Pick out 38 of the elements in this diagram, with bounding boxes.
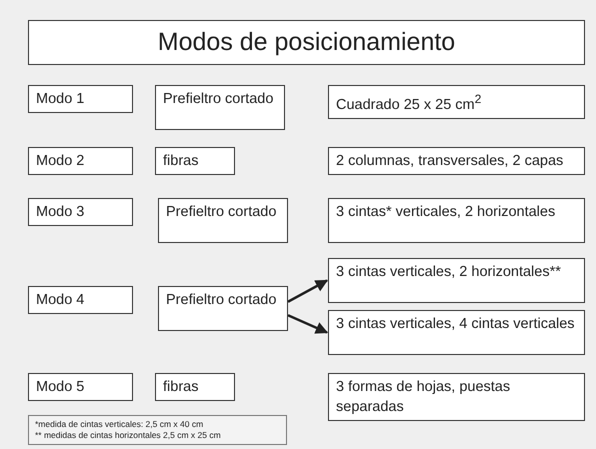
text-box xyxy=(155,373,235,401)
arrow xyxy=(287,279,328,303)
box-label: 3 formas de hojas, puestas separadas xyxy=(336,378,512,417)
text-box xyxy=(328,310,585,355)
footnote-box xyxy=(28,415,287,445)
arrow xyxy=(288,314,328,334)
footnote: *medida de cintas verticales: 2,5 cm x 40 cm xyxy=(35,419,204,430)
text-box xyxy=(328,198,585,243)
text-box xyxy=(28,198,133,226)
footnote: ** medidas de cintas horizontales 2,5 cm x 25 cm xyxy=(35,430,222,441)
box-label: Prefieltro cortado xyxy=(166,203,278,222)
text-box xyxy=(328,85,585,119)
box-label: 3 cintas* verticales, 2 horizontales xyxy=(336,203,556,222)
text-box xyxy=(28,85,133,113)
title: Modos de posicionamiento xyxy=(158,28,456,57)
text-box xyxy=(328,373,585,421)
text-box xyxy=(328,258,585,303)
text-box xyxy=(28,147,133,175)
box-label: Modo 4 xyxy=(36,291,86,310)
box-label: 2 columnas, transversales, 2 capas xyxy=(336,152,564,171)
text-box xyxy=(155,147,235,175)
box-label: Prefieltro cortado xyxy=(163,90,274,109)
text-box xyxy=(328,147,585,175)
box-label: 3 cintas verticales, 2 horizontales** xyxy=(336,263,562,282)
box-label: 3 cintas verticales, 4 cintas verticales xyxy=(336,315,576,334)
box-label: Modo 2 xyxy=(36,152,86,171)
text-box xyxy=(158,286,288,331)
box-label: Modo 1 xyxy=(36,90,86,109)
box-label: Cuadrado 25 x 25 cm$^{2}$ xyxy=(336,91,482,115)
text-box xyxy=(28,286,133,314)
text-box xyxy=(155,85,285,130)
text-box xyxy=(28,373,133,401)
box-label: Prefieltro cortado xyxy=(166,291,278,310)
box-label: fibras xyxy=(163,378,200,397)
text-box xyxy=(158,198,288,243)
box-label: Modo 5 xyxy=(36,378,86,397)
box-label: Modo 3 xyxy=(36,203,86,222)
box-label: fibras xyxy=(163,152,200,171)
